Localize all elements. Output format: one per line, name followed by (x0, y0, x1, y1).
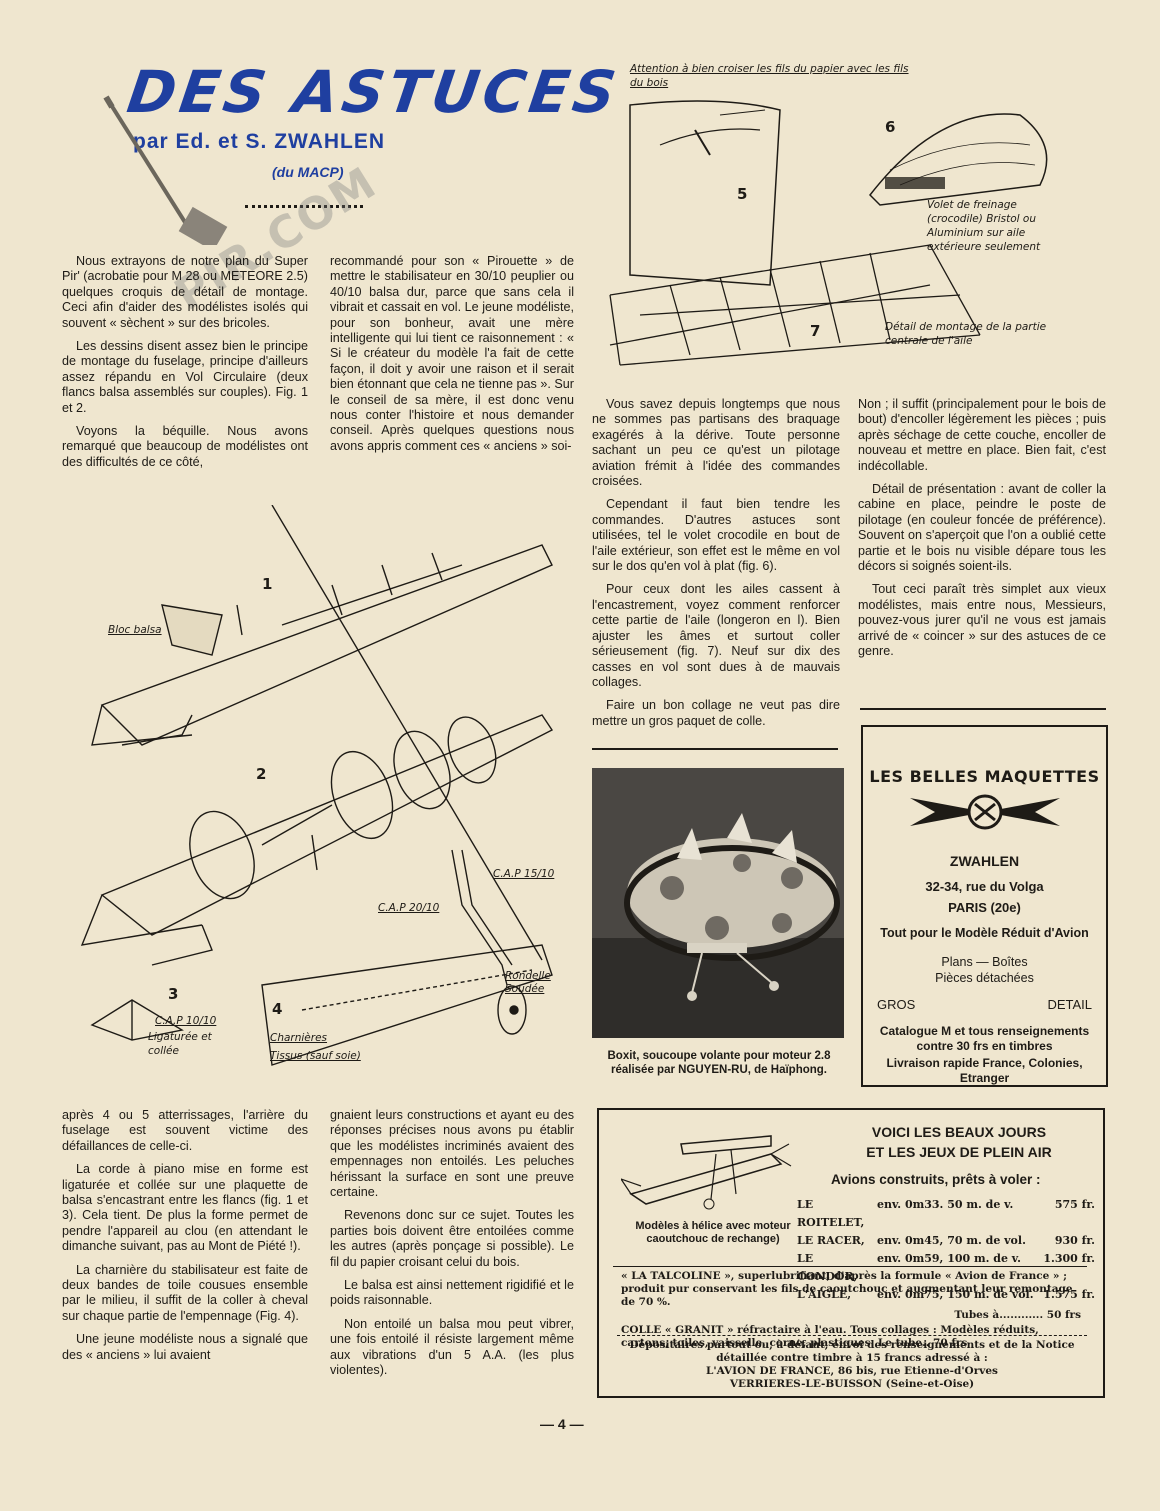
ad2-colle: COLLE « GRANIT » réfractaire à l'eau. To… (621, 1324, 1039, 1349)
ad2-footer-2: L'AVION DE FRANCE, 86 bis, rue Etienne-d… (706, 1365, 998, 1377)
ad2-footer-3: VERRIERES-LE-BUISSON (Seine-et-Oise) (729, 1378, 975, 1390)
column-2-bottom: gnaient leurs constructions et ayant eu … (330, 1108, 574, 1387)
flying-saucer-photo (592, 768, 844, 1038)
ad1-catalogue: Catalogue M et tous renseignements contr… (879, 1024, 1090, 1053)
figure-2-note-cap15: C.A.P 15/10 (493, 868, 555, 880)
paragraph: Détail de présentation : avant de coller… (858, 482, 1106, 574)
ad1-detail: DETAIL (1047, 997, 1092, 1012)
figure-1-note: Bloc balsa (108, 624, 162, 636)
photo-boxit (592, 768, 844, 1038)
paragraph: Non entoilé un balsa mou peut vibrer, un… (330, 1316, 574, 1378)
ad2-subhead: Avions construits, prêts à voler : (831, 1172, 1041, 1187)
figure-2-note-rondelle: Rondelle Soudée (505, 970, 551, 995)
ad1-address: 32-34, rue du Volga (925, 879, 1044, 894)
paragraph: Vous savez depuis longtemps que nous ne … (592, 397, 840, 489)
list-item: LE CONDOR,env. 0m59, 100 m. de v.1.300 f… (797, 1252, 1095, 1283)
paragraph: Faire un bon collage ne veut pas dire me… (592, 698, 840, 728)
ad2-footer-1: Dépositaires partout ou, à défaut, envoi… (629, 1339, 1075, 1364)
figure-6-note: Volet de freinage (crocodile) Bristol ou… (927, 199, 1041, 253)
title-divider (245, 205, 363, 208)
list-item: LE RACER,env. 0m45, 70 m. de vol.930 fr. (797, 1234, 1095, 1247)
column-rule (860, 708, 1106, 710)
paragraph: recommandé pour son « Pirouette » de met… (330, 254, 574, 453)
model-plane-icon (621, 1135, 792, 1210)
ad1-brand: LES BELLES MAQUETTES (869, 767, 1100, 786)
photo-caption: Boxit, soucoupe volante pour moteur 2.8 … (607, 1050, 831, 1076)
list-item: LE ROITELET,env. 0m33. 50 m. de v.575 fr… (797, 1198, 1095, 1229)
paragraph: Le balsa est ainsi nettement rigidifié e… (330, 1278, 574, 1308)
column-rule (592, 748, 838, 750)
figure-4-note-charnieres: Charnières (270, 1032, 328, 1044)
column-1-top: Nous extrayons de notre plan du Super Pi… (62, 254, 308, 478)
figure-1-label: 1 (262, 575, 273, 593)
ad1-name: ZWAHLEN (949, 853, 1020, 869)
ad2-talcoline: « LA TALCOLINE », superlubrifiant, d'apr… (621, 1270, 1073, 1308)
column-3: Vous savez depuis longtemps que nous ne … (592, 397, 840, 737)
ad2-headline-2: ET LES JEUX DE PLEIN AIR (866, 1144, 1052, 1160)
figure-4-label: 4 (272, 1000, 283, 1018)
figure-2-note-cap20: C.A.P 20/10 (378, 902, 440, 914)
paragraph: La charnière du stabilisateur est faite … (62, 1262, 308, 1323)
ad1-city: PARIS (20e) (948, 900, 1021, 915)
paragraph: Tout ceci paraît très simplet aux vieux … (858, 582, 1106, 659)
antenna-sketch (103, 95, 228, 245)
paragraph: après 4 ou 5 atterrissages, l'arrière du… (62, 1108, 308, 1153)
ad2-dashed-divider (617, 1335, 1087, 1336)
ad1-tagline: Tout pour le Modèle Réduit d'Avion (880, 926, 1089, 940)
ad1-livraison: Livraison rapide France, Colonies, Etran… (886, 1056, 1083, 1085)
figure-3-note: Ligaturée et collée (148, 1031, 212, 1057)
paragraph: Revenons donc sur ce sujet. Toutes les p… (330, 1208, 574, 1269)
figures-5-6-7 (609, 100, 1048, 366)
paragraph: La corde à piano mise en forme est ligat… (62, 1162, 308, 1254)
figures-1-4 (80, 505, 554, 1066)
ad2-plane-caption: Modèles à hélice avec moteur caoutchouc … (635, 1220, 791, 1245)
paragraph: Non ; il suffit (principalement pour le … (858, 397, 1106, 473)
paragraph: Nous extrayons de notre plan du Super Pi… (62, 254, 308, 330)
paragraph: Une jeune modéliste nous a signalé que d… (62, 1332, 308, 1362)
ad-avion-de-france: Modèles à hélice avec moteur caoutchouc … (597, 1108, 1105, 1398)
ad2-headline-1: VOICI LES BEAUX JOURS (871, 1124, 1047, 1140)
figure-5-label: 5 (737, 185, 748, 203)
figure-3-note-cap10: C.A.P 10/10 (155, 1015, 217, 1027)
figure-4-note-tissus: Tissus (sauf soie) (270, 1050, 361, 1062)
figure-7-label: 7 (810, 322, 821, 340)
paragraph: Cependant il faut bien tendre les comman… (592, 497, 840, 574)
winged-logo-icon (909, 794, 1060, 830)
figure-3-label: 3 (168, 985, 179, 1003)
figure-2-label: 2 (256, 765, 267, 783)
paragraph: Voyons la béquille. Nous avons remarqué … (62, 424, 308, 469)
figure-note-top: Attention à bien croiser les fils du pap… (630, 63, 909, 89)
ad2-model-list: LE ROITELET,env. 0m33. 50 m. de v.575 fr… (797, 1196, 1097, 1304)
ad2-talcoline-price: Tubes à............ 50 frs (954, 1309, 1081, 1321)
ad2-divider (613, 1266, 1087, 1267)
column-1-bottom: après 4 ou 5 atterrissages, l'arrière du… (62, 1108, 308, 1371)
list-item: L'AIGLE,env. 0m75, 150 m. de vol.1.575 f… (797, 1288, 1095, 1301)
article-affiliation: (du MACP) (272, 164, 344, 180)
page-number: — 4 — (540, 1416, 584, 1432)
ad1-line1: Plans — Boîtes (941, 955, 1028, 969)
column-2-top: recommandé pour son « Pirouette » de met… (330, 254, 574, 462)
figure-6-label: 6 (885, 118, 896, 136)
paragraph: Pour ceux dont les ailes cassent à l'enc… (592, 582, 840, 689)
ad1-line2: Pièces détachées (935, 971, 1034, 985)
article-byline: par Ed. et S. ZWAHLEN (133, 130, 386, 153)
ad-belles-maquettes: LES BELLES MAQUETTES ZWAHLEN 32-34, rue … (861, 725, 1108, 1087)
paragraph: Les dessins disent assez bien le princip… (62, 339, 308, 415)
ad1-gros: GROS (877, 997, 916, 1012)
paragraph: gnaient leurs constructions et ayant eu … (330, 1108, 574, 1200)
column-4: Non ; il suffit (principalement pour le … (858, 397, 1106, 668)
figure-7-note: Détail de montage de la partie centrale … (885, 321, 1047, 347)
